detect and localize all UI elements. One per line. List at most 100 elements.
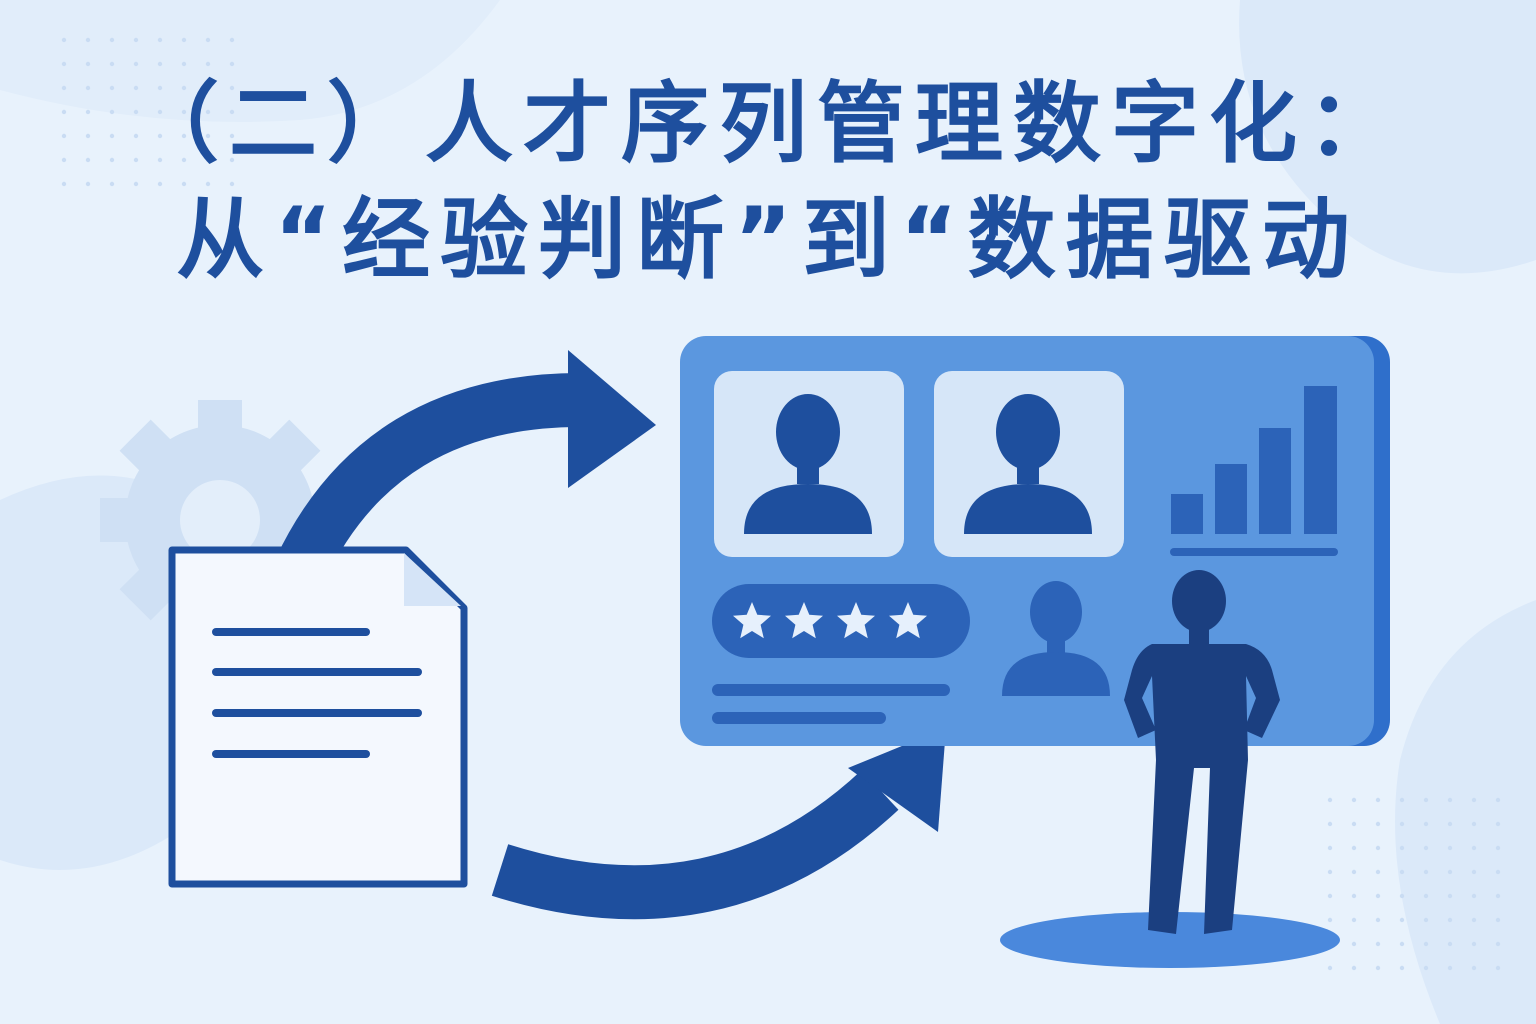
dot	[85, 37, 91, 43]
dot	[133, 157, 139, 163]
dot	[157, 61, 163, 67]
dot	[61, 133, 67, 139]
dot	[1423, 797, 1429, 803]
dot	[1399, 797, 1405, 803]
document-icon	[168, 546, 468, 888]
dot	[133, 37, 139, 43]
dot	[1495, 917, 1501, 923]
dashboard-panel	[680, 336, 1390, 746]
dot	[109, 133, 115, 139]
dot	[1327, 893, 1333, 899]
dot	[61, 61, 67, 67]
dot	[1375, 893, 1381, 899]
dot	[1471, 893, 1477, 899]
dot	[61, 157, 67, 163]
profile-card	[714, 371, 904, 557]
dot	[109, 85, 115, 91]
dot	[205, 181, 211, 187]
dot	[133, 109, 139, 115]
dot	[1327, 797, 1333, 803]
dot	[1327, 821, 1333, 827]
dot	[1399, 965, 1405, 971]
floor-shadow	[1000, 912, 1340, 968]
text-lines	[712, 684, 950, 724]
dot	[157, 157, 163, 163]
dot	[1471, 917, 1477, 923]
dot	[1327, 917, 1333, 923]
dot	[1423, 941, 1429, 947]
dot	[85, 157, 91, 163]
dot	[1495, 941, 1501, 947]
dot	[205, 85, 211, 91]
dot	[1471, 797, 1477, 803]
dot	[85, 61, 91, 67]
dot	[205, 133, 211, 139]
dot	[1471, 941, 1477, 947]
dot	[229, 109, 235, 115]
person-avatar-icon	[1002, 581, 1110, 696]
dot	[229, 61, 235, 67]
dot	[229, 133, 235, 139]
dot	[85, 181, 91, 187]
dot	[1375, 845, 1381, 851]
dot	[1495, 797, 1501, 803]
dot	[109, 157, 115, 163]
dot	[1495, 845, 1501, 851]
dot	[1471, 821, 1477, 827]
dot	[1399, 893, 1405, 899]
dot	[1351, 845, 1357, 851]
dot	[1351, 869, 1357, 875]
standing-person-icon	[1124, 570, 1280, 934]
dot	[109, 61, 115, 67]
dot	[1423, 821, 1429, 827]
profile-card	[934, 371, 1124, 557]
page-title-line-1: （二）人才序列管理数字化：	[130, 72, 1405, 175]
dot	[61, 85, 67, 91]
dot	[229, 181, 235, 187]
dot-pattern	[61, 37, 235, 187]
dot	[1351, 917, 1357, 923]
dot	[1375, 797, 1381, 803]
dot	[109, 181, 115, 187]
dot	[1351, 893, 1357, 899]
dot	[157, 133, 163, 139]
dot	[1447, 893, 1453, 899]
dot	[181, 133, 187, 139]
dot	[1423, 965, 1429, 971]
dot	[1399, 821, 1405, 827]
dot	[157, 181, 163, 187]
dot	[1399, 941, 1405, 947]
dot	[85, 133, 91, 139]
person-avatar-icon	[964, 394, 1092, 534]
dot	[1375, 821, 1381, 827]
curved-arrow-icon	[491, 728, 946, 920]
star-icon	[889, 602, 927, 639]
dot	[1399, 845, 1405, 851]
star-icon	[785, 602, 823, 639]
page-title-line-2: 从“经验判断”到“数据驱动	[176, 188, 1360, 291]
dot	[1447, 941, 1453, 947]
dot	[1447, 797, 1453, 803]
dot	[1375, 965, 1381, 971]
dot	[1423, 917, 1429, 923]
person-avatar-icon	[744, 394, 872, 534]
dot	[85, 109, 91, 115]
dot	[157, 109, 163, 115]
dot	[1447, 965, 1453, 971]
dot	[1399, 917, 1405, 923]
star-rating	[733, 602, 927, 639]
dot	[1423, 893, 1429, 899]
dot	[181, 61, 187, 67]
dot	[181, 157, 187, 163]
dot	[61, 37, 67, 43]
dot	[1447, 845, 1453, 851]
dot	[1327, 845, 1333, 851]
dot	[229, 157, 235, 163]
dot	[181, 109, 187, 115]
dot	[205, 109, 211, 115]
dot	[1375, 941, 1381, 947]
dot	[1495, 893, 1501, 899]
dot	[61, 181, 67, 187]
dot	[1495, 821, 1501, 827]
dot	[229, 37, 235, 43]
